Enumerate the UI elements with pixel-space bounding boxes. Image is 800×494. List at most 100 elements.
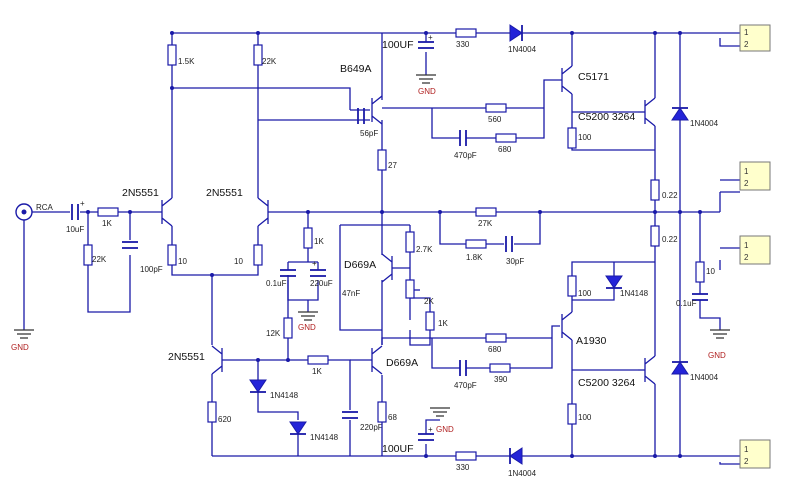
label-d-1n4004-top: 1N4004 [508, 45, 537, 54]
label-q-d669a-1: D669A [344, 259, 376, 271]
connector-top-pin1: 1 [744, 28, 749, 37]
connector-output: 1 2 [739, 161, 771, 191]
diode-1n4004-r1: 1N4004 [671, 107, 719, 128]
label-r-10-a: 10 [178, 257, 187, 266]
transistor-q2: 2N5551 [206, 187, 269, 227]
capacitor-470pf-top: 470pF [454, 130, 477, 160]
connector-gnd: 1 2 [739, 235, 771, 265]
resistor-680-top: 680 [495, 133, 517, 154]
label-r-12k: 12K [266, 329, 281, 338]
label-r-100-mid: 100 [578, 289, 592, 298]
capacitor-100uf-bottom: + 100UF [382, 425, 434, 455]
capacitor-0-1uf-out: 0.1uF [676, 293, 708, 308]
label-q2: 2N5551 [206, 187, 243, 199]
capacitor-0-1uf: 0.1uF [266, 269, 296, 288]
transistor-b649a: B649A [340, 63, 383, 125]
potentiometer-2k: 2K [405, 279, 434, 306]
wire-feedback [439, 212, 541, 245]
label-c-220uf: 220uF [310, 279, 333, 288]
label-c-100uf-top: 100UF [382, 39, 414, 51]
plus-c-100uf-top: + [428, 33, 433, 42]
label-c-56pf: 56pF [360, 129, 378, 138]
wire-bias [287, 212, 382, 331]
resistor-0-22-a: 0.22 [650, 179, 678, 201]
wire-diodes [257, 275, 299, 456]
label-c-in: 10uF [66, 225, 84, 234]
gnd-symbol-out: GND [708, 329, 730, 360]
capacitor-56pf: 56pF [357, 108, 378, 138]
junction [424, 31, 428, 35]
gnd-label-input: GND [11, 343, 29, 352]
label-c-0-1uf-out: 0.1uF [676, 299, 697, 308]
label-r-560: 560 [488, 115, 502, 124]
wire-c5171 [571, 33, 655, 151]
capacitor-30pf: 30pF [505, 236, 524, 266]
resistor-1-5k: 1.5K [167, 44, 195, 66]
plus-c-220uf: + [312, 259, 317, 268]
label-r-10-out: 10 [706, 267, 715, 276]
label-r-1k-b: 1K [438, 319, 448, 328]
gnd-symbol-input: GND [11, 329, 34, 352]
label-q-b649a: B649A [340, 63, 372, 75]
transistor-d669a-2: D669A [350, 345, 418, 375]
label-r-2k: 2K [424, 297, 434, 306]
resistor-1-8k: 1.8K [465, 239, 487, 262]
junction [380, 210, 384, 214]
junction [210, 273, 214, 277]
connector-top: 1 2 [739, 24, 771, 52]
diode-1n4004-r2: 1N4004 [671, 361, 719, 382]
wire-zobel [699, 192, 740, 330]
label-r-1k-mid: 1K [314, 237, 324, 246]
junction [698, 210, 702, 214]
resistor-22k-input: 22K [83, 244, 107, 266]
label-r-330-bottom: 330 [456, 463, 470, 472]
junction [538, 210, 542, 214]
label-c-0-1uf: 0.1uF [266, 279, 287, 288]
label-r-390: 390 [494, 375, 508, 384]
junction [424, 454, 428, 458]
diode-1n4148-a: 1N4148 [249, 379, 299, 400]
gnd-symbol-bottom: GND [430, 407, 454, 434]
label-d-1n4148-a: 1N4148 [270, 391, 299, 400]
rca-label: RCA [36, 203, 54, 212]
wire-connectors [719, 32, 740, 465]
junction [256, 31, 260, 35]
label-r-1-8k: 1.8K [466, 253, 483, 262]
junction [653, 454, 657, 458]
junction [286, 358, 290, 362]
connector-bottom: 1 2 [739, 439, 771, 469]
resistor-680-low: 680 [485, 333, 507, 354]
resistor-100-mid: 100 [567, 275, 592, 298]
junction [170, 86, 174, 90]
wire-lower-driver [381, 325, 560, 369]
capacitor-100pf: 100pF [122, 241, 163, 274]
label-d-1n4148-mid: 1N4148 [620, 289, 649, 298]
capacitor-100uf-top: + 100UF [382, 33, 434, 51]
connector-output-pin1: 1 [744, 167, 749, 176]
resistor-27: 27 [377, 149, 397, 171]
label-r-100-low: 100 [578, 413, 592, 422]
resistor-10-a: 10 [167, 244, 187, 266]
transistor-d669a-1: D669A [344, 253, 410, 283]
junction [256, 358, 260, 362]
wire-22k-input [87, 212, 131, 313]
label-c-47nf: 47nF [342, 289, 360, 298]
label-c-100uf-bottom: 100UF [382, 443, 414, 455]
wire-q1 [171, 33, 259, 276]
wire-upper-driver [382, 79, 562, 139]
plus-c-in: + [80, 199, 85, 208]
junction [653, 210, 657, 214]
capacitor-220uf: + 220uF [310, 259, 333, 288]
wire-vbe [409, 225, 431, 346]
resistor-330-top: 330 [455, 28, 477, 49]
resistor-2-7k: 2.7K [405, 231, 433, 254]
resistor-10-out: 10 [695, 261, 715, 283]
junction [678, 454, 682, 458]
gnd-label-top: GND [418, 87, 436, 96]
transistor-q1: 2N5551 [122, 187, 173, 227]
diode-1n4148-b: 1N4148 [289, 421, 339, 442]
label-c-470pf-low: 470pF [454, 381, 477, 390]
wire-diff-collector [172, 87, 370, 121]
resistor-12k: 12K [266, 317, 293, 339]
label-c-220pf: 220pF [360, 423, 383, 432]
